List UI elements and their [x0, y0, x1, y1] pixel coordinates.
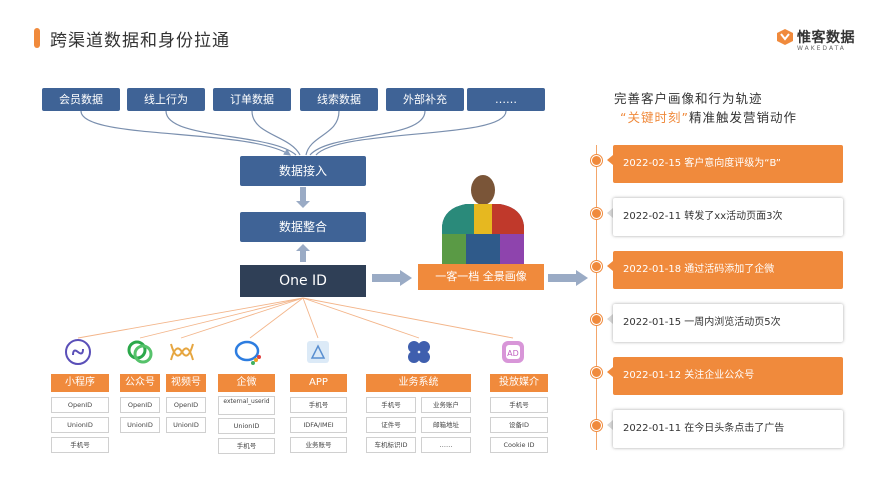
- business-system-icon: [408, 341, 430, 363]
- field-cell: UnionID: [218, 418, 275, 434]
- logo-icon: [777, 29, 793, 45]
- field-cell: 手机号: [51, 437, 109, 453]
- source-more: ……: [467, 88, 545, 111]
- timeline-event: 2022-01-11 在今日头条点击了广告: [613, 410, 843, 448]
- official-account-icon: [127, 340, 153, 364]
- timeline-pointer: [607, 314, 613, 324]
- customer-portrait-icon: [442, 175, 524, 264]
- field-cell: Cookie ID: [490, 437, 548, 453]
- field-cell: 设备ID: [490, 417, 548, 433]
- timeline-dot: [591, 155, 602, 166]
- field-cell: external_userid: [218, 396, 275, 415]
- field-cell: IDFA/IMEI: [290, 417, 347, 433]
- field-cell: UnionID: [166, 417, 206, 433]
- ad-media-icon: AD: [502, 341, 524, 363]
- key-moment-highlight: “关键时刻”: [620, 110, 689, 125]
- source-lead-data: 线索数据: [300, 88, 378, 111]
- timeline-dot: [591, 367, 602, 378]
- timeline-dot: [591, 208, 602, 219]
- timeline-event: 2022-02-11 转发了xx活动页面3次: [613, 198, 843, 236]
- timeline-pointer: [607, 367, 613, 377]
- field-cell: 业务账户: [421, 397, 471, 413]
- field-cell: 车机标识ID: [366, 437, 416, 453]
- app-icon: [307, 341, 329, 363]
- field-cell: UnionID: [120, 417, 160, 433]
- svg-text:AD: AD: [507, 349, 519, 358]
- timeline-event: 2022-01-18 通过活码添加了企微: [613, 251, 843, 289]
- field-cell: 手机号: [490, 397, 548, 413]
- one-id-box: One ID: [240, 265, 366, 297]
- mini-program-icon: [65, 339, 91, 365]
- channel-official-account: 公众号: [120, 374, 160, 392]
- right-title-line1: 完善客户画像和行为轨迹: [614, 91, 763, 106]
- logo-subtitle: WAKEDATA: [797, 45, 846, 52]
- field-cell: 手机号: [218, 438, 275, 454]
- source-order-data: 订单数据: [213, 88, 291, 111]
- timeline-dot: [591, 420, 602, 431]
- field-cell: UnionID: [51, 417, 109, 433]
- timeline-pointer: [607, 261, 613, 271]
- right-title-line2: “关键时刻”精准触发营销动作: [620, 107, 797, 126]
- portrait-label: 一客一档 全景画像: [418, 264, 544, 290]
- timeline-dot: [591, 314, 602, 325]
- source-external: 外部补充: [386, 88, 464, 111]
- field-cell: 证件号: [366, 417, 416, 433]
- field-cell: 业务账号: [290, 437, 347, 453]
- title-accent-bar: [34, 28, 40, 48]
- timeline-event: 2022-01-12 关注企业公众号: [613, 357, 843, 395]
- field-cell: 邮箱地址: [421, 417, 471, 433]
- logo-name: 惟客数据: [797, 30, 855, 46]
- field-cell: 手机号: [290, 397, 347, 413]
- source-member-data: 会员数据: [42, 88, 120, 111]
- field-cell: ……: [421, 437, 471, 453]
- timeline-event: 2022-02-15 客户意向度评级为“B”: [613, 145, 843, 183]
- channel-mini-program: 小程序: [51, 374, 109, 392]
- wecom-icon: [234, 340, 261, 365]
- timeline-pointer: [607, 155, 613, 165]
- channel-app: APP: [290, 374, 347, 392]
- field-cell: OpenID: [120, 397, 160, 413]
- timeline-line: [596, 145, 597, 450]
- channel-business-system: 业务系统: [366, 374, 471, 392]
- timeline-pointer: [607, 208, 613, 218]
- field-cell: OpenID: [51, 397, 109, 413]
- right-title-line2-rest: 精准触发营销动作: [688, 110, 797, 125]
- timeline-pointer: [607, 420, 613, 430]
- field-cell: OpenID: [166, 397, 206, 413]
- field-cell: 手机号: [366, 397, 416, 413]
- source-online-behavior: 线上行为: [127, 88, 205, 111]
- timeline-event: 2022-01-15 一周内浏览活动页5次: [613, 304, 843, 342]
- channel-wecom: 企微: [218, 374, 275, 392]
- channel-ad-media: 投放媒介: [490, 374, 548, 392]
- timeline-dot: [591, 261, 602, 272]
- video-channel-icon: [170, 343, 194, 361]
- page-title: 跨渠道数据和身份拉通: [50, 31, 230, 51]
- data-integrate-box: 数据整合: [240, 212, 366, 242]
- data-ingest-box: 数据接入: [240, 156, 366, 186]
- channel-video: 视频号: [166, 374, 206, 392]
- brand-logo: 惟客数据 WAKEDATA: [776, 28, 856, 68]
